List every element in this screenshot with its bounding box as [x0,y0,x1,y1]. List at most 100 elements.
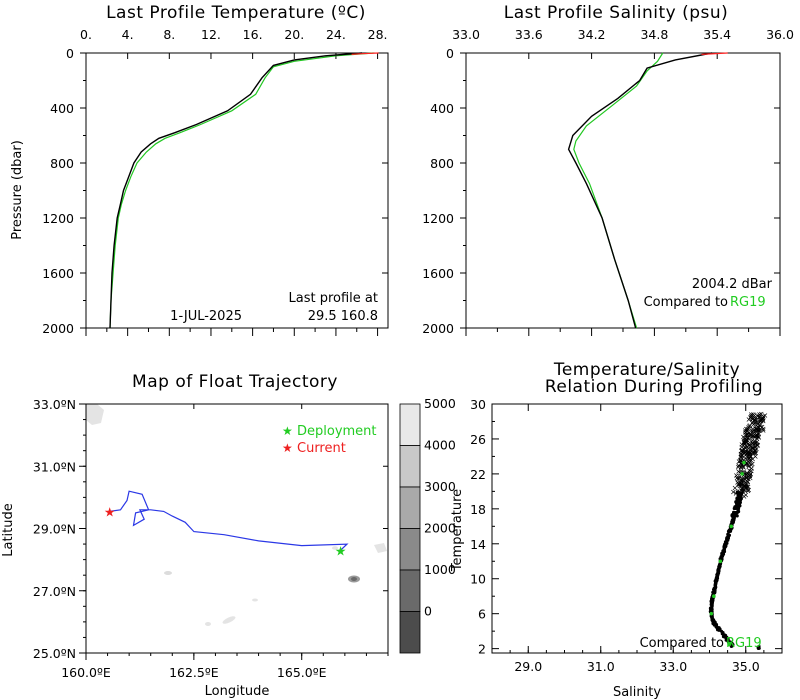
ts-data-point [717,565,721,569]
ts-data-point: × [743,438,750,447]
ts-data-point: × [750,420,757,429]
ts-data-point [735,506,739,510]
ts-data-point: × [734,478,741,487]
ts-data-point: × [735,479,742,488]
ts-data-point: × [745,444,752,453]
ts-data-point: × [744,451,751,460]
y-tick-label: 400 [50,101,74,116]
ts-data-point: × [753,416,760,425]
ts-data-point [734,500,738,504]
ts-data-point: × [760,412,767,421]
y-tick-label: 0 [446,46,454,61]
ts-data-point: × [749,414,756,423]
ts-data-point: × [739,474,746,483]
ts-data-point: × [755,423,762,432]
last-profile-position: 29.5 160.8 [308,309,378,324]
ts-data-point: × [739,440,746,449]
x-tick-label: 36.0 [766,27,794,42]
ts-data-point: × [742,478,749,487]
ts-data-point: × [747,413,754,422]
ts-data-point: × [738,482,745,491]
ts-data-point: × [738,451,745,460]
y-tick-label: 800 [430,156,454,171]
y-tick-label: 33.0ºN [33,397,76,412]
y-tick-label: 800 [50,156,74,171]
ts-data-point: × [738,459,745,468]
ts-data-point: × [746,447,753,456]
ts-data-point: × [746,441,753,450]
ts-data-point: × [739,476,746,485]
ts-data-point: × [733,471,740,480]
y-tick-label: 2 [478,642,486,657]
ts-data-point: × [744,477,751,486]
ts-data-point: × [739,479,746,488]
ts-data-point: × [756,420,763,429]
ts-data-point: × [743,458,750,467]
ts-data-point: × [754,411,761,420]
ts-data-point: × [744,434,751,443]
ts-data-point: × [744,436,751,445]
ts-data-point: × [746,466,753,475]
salinity-axis-label: Salinity [613,685,661,700]
ts-reference-label: RG19 [726,636,762,651]
ts-data-point: × [741,445,748,454]
x-tick-label: 33.0 [452,27,480,42]
ts-data-point: × [743,425,750,434]
ts-reference-point [709,611,714,616]
ts-data-point: × [752,443,759,452]
ts-data-point: × [738,446,745,455]
y-tick-label: 27.0ºN [33,584,76,599]
ts-data-point: × [741,474,748,483]
ts-data-point: × [743,433,750,442]
ts-data-point [713,582,717,586]
y-tick-label: 22 [470,467,486,482]
deployment-legend-label: Deployment [297,424,377,439]
ts-data-point: × [752,448,759,457]
ts-data-point: × [734,474,741,483]
ts-data-point: × [743,461,750,470]
ts-data-point: × [743,482,750,491]
ts-data-point [727,530,731,534]
ts-data-point: × [742,437,749,446]
ts-data-point [722,547,727,552]
ts-data-point [724,541,728,545]
ts-data-point: × [746,471,753,480]
ts-data-point: × [749,419,756,428]
ts-data-point: × [743,425,750,434]
y-tick-label: 1200 [422,211,454,226]
profile-series-line [567,52,713,329]
ts-data-point [736,510,740,514]
latitude-axis-label: Latitude [1,503,16,557]
ts-data-point: × [737,455,744,464]
last-profile-date: 1-JUL-2025 [170,309,242,324]
ts-data-point: × [745,474,752,483]
ts-data-point: × [758,410,765,419]
ts-data-point: × [760,415,767,424]
ts-data-point: × [752,440,759,449]
colorbar-tick-label: 4000 [424,438,456,453]
ts-data-point: × [745,435,752,444]
ts-data-point: × [737,456,744,465]
x-tick-label: 8. [163,27,175,42]
x-tick-label: 35.4 [703,27,731,42]
ts-data-point: × [747,451,754,460]
ts-data-point: × [740,471,747,480]
ts-data-point: × [746,440,753,449]
y-tick-label: 1600 [42,266,74,281]
ts-data-point: × [760,425,767,434]
ts-data-point: × [751,449,758,458]
float-trajectory-line [109,490,349,551]
ts-data-point: × [758,416,765,425]
ts-data-point [724,634,728,638]
ts-data-point: × [754,432,761,441]
colorbar-segment [399,569,421,612]
y-tick-label: 2000 [42,321,74,336]
y-tick-label: 26 [470,432,486,447]
ts-data-point: × [747,452,754,461]
ts-data-point [731,643,735,647]
ts-data-point: × [739,480,746,489]
x-tick-label: 20. [284,27,304,42]
